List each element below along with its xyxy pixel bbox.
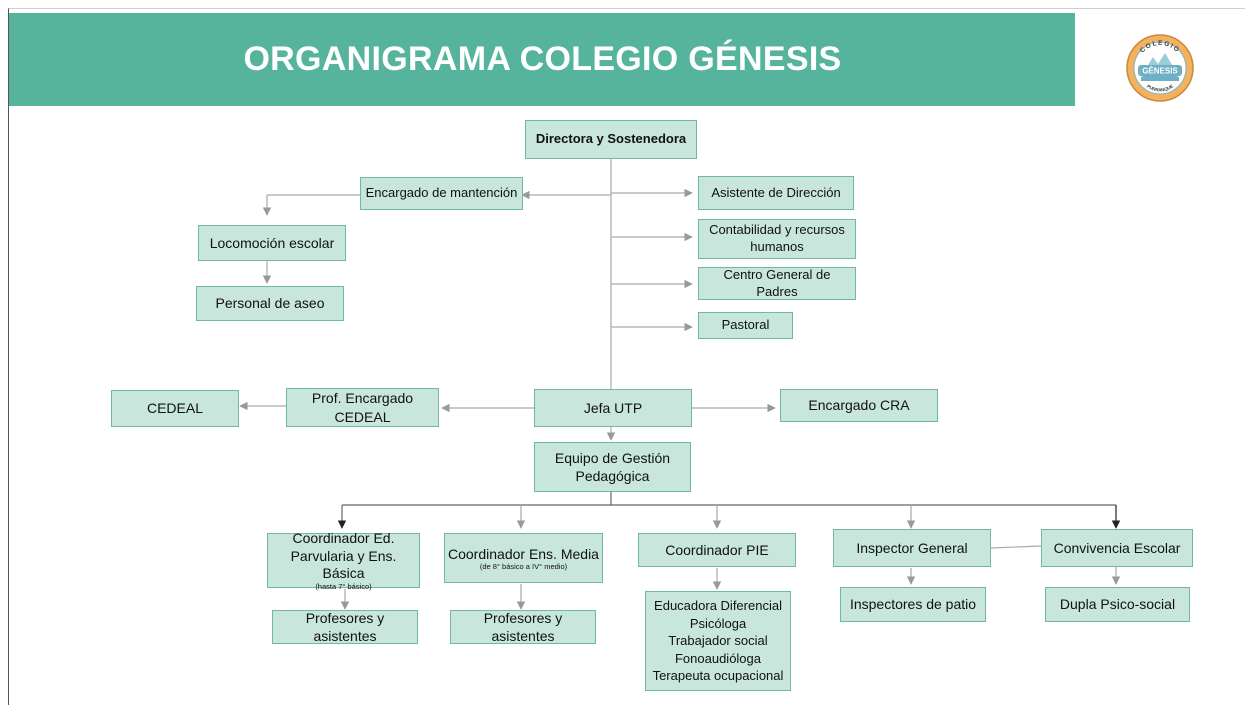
- coordinador-basica-note: (hasta 7° básico): [315, 581, 372, 591]
- pie-member: Educadora Diferencial: [654, 598, 782, 614]
- header-banner: [9, 13, 1075, 106]
- node-equipo-gestion: Equipo de Gestión Pedagógica: [534, 442, 691, 492]
- node-profesores-basica: Profesores y asistentes: [272, 610, 418, 644]
- node-dupla-psicosocial: Dupla Psico-social: [1045, 587, 1190, 622]
- node-jefa-utp: Jefa UTP: [534, 389, 692, 427]
- logo-middle-text: GÉNESIS: [1142, 67, 1178, 76]
- page-title: ORGANIGRAMA COLEGIO GÉNESIS: [243, 40, 842, 78]
- node-inspector-general: Inspector General: [833, 529, 991, 567]
- node-prof-encargado-cedeal: Prof. Encargado CEDEAL: [286, 388, 439, 427]
- node-coordinador-media: Coordinador Ens. Media(de 8° básico a IV…: [444, 533, 603, 583]
- pie-member: Trabajador social: [668, 633, 768, 649]
- node-pastoral: Pastoral: [698, 312, 793, 339]
- logo-bottom-text: PURRANQUE: [1146, 84, 1174, 93]
- node-directora: Directora y Sostenedora: [525, 120, 697, 159]
- node-profesores-media: Profesores y asistentes: [450, 610, 596, 644]
- node-contabilidad: Contabilidad y recursos humanos: [698, 219, 856, 259]
- node-encargado-mantencion: Encargado de mantención: [360, 177, 523, 210]
- node-coordinador-basica: Coordinador Ed. Parvularia y Ens. Básica…: [267, 530, 420, 591]
- page-frame: [8, 8, 1245, 705]
- node-encargado-cra: Encargado CRA: [780, 389, 938, 422]
- node-locomocion-escolar: Locomoción escolar: [198, 225, 346, 261]
- pie-member: Terapeuta ocupacional: [652, 668, 784, 684]
- coordinador-media-note: (de 8° básico a IV° medio): [479, 561, 568, 571]
- node-centro-padres: Centro General de Padres: [698, 267, 856, 300]
- node-inspectores-patio: Inspectores de patio: [840, 587, 986, 622]
- pie-member: Fonoaudióloga: [674, 650, 762, 666]
- node-convivencia-escolar: Convivencia Escolar: [1041, 529, 1193, 567]
- node-asistente-direccion: Asistente de Dirección: [698, 176, 854, 210]
- school-logo: GÉNESIS COLEGIO PURRANQUE: [1126, 34, 1194, 102]
- svg-text:PURRANQUE: PURRANQUE: [1146, 84, 1174, 93]
- node-personal-aseo: Personal de aseo: [196, 286, 344, 321]
- pie-member: Psicóloga: [689, 615, 747, 631]
- node-coordinador-pie: Coordinador PIE: [638, 533, 796, 567]
- node-equipo-pie: Educadora Diferencial Psicóloga Trabajad…: [645, 591, 791, 691]
- node-cedeal: CEDEAL: [111, 390, 239, 427]
